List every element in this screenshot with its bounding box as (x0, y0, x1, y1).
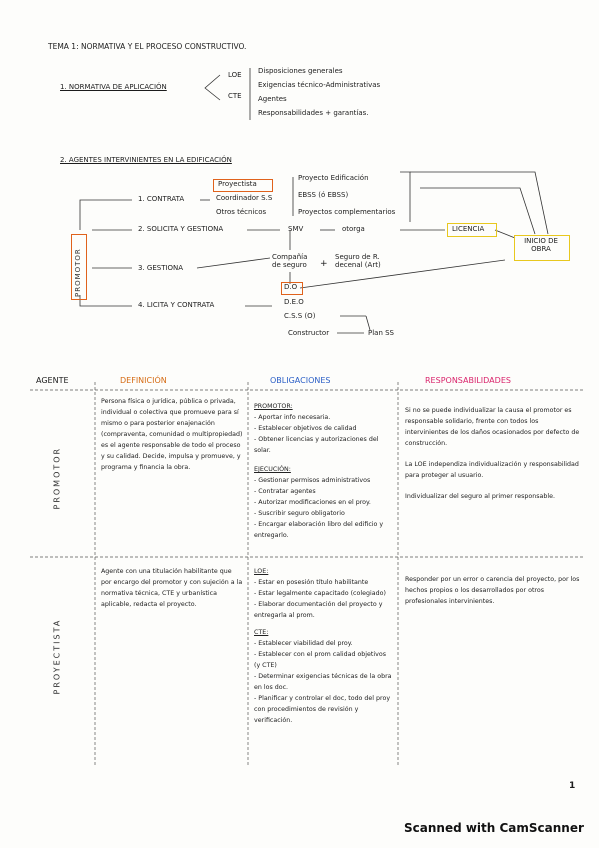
section1-heading: 1. NORMATIVA DE APLICACIÓN (60, 83, 167, 91)
s1-item: Agentes (258, 95, 287, 103)
s1-item: Responsabilidades + garantías. (258, 109, 369, 117)
cte-label: CTE (228, 92, 242, 100)
scanner-watermark: Scanned with CamScanner (404, 821, 584, 835)
page-number: 1 (569, 781, 576, 791)
branch-licita: 4. LICITA Y CONTRATA (138, 301, 215, 309)
constructor-label: Constructor (288, 329, 330, 337)
do-label: D.O (284, 283, 298, 291)
s1-item: Disposiciones generales (258, 67, 343, 75)
licencia-label: LICENCIA (452, 225, 485, 233)
responsibilities-cell: Si no se puede individualizar la causa e… (405, 407, 580, 500)
s1-item: Exigencias técnico-Administrativas (258, 81, 381, 89)
header-obligaciones: OBLIGACIONES (270, 376, 331, 385)
do-box (281, 282, 303, 295)
header-definicion: DEFINICIÓN (120, 376, 167, 385)
seguro-label: Seguro de R. decenal (Art) (335, 253, 381, 269)
header-agente: AGENTE (36, 376, 69, 385)
branch-gestiona: 3. GESTIONA (138, 264, 184, 272)
agent-proyectista: PROYECTISTA (52, 618, 62, 695)
smv-label: SMV (288, 225, 304, 233)
plus-sign: + (320, 259, 328, 269)
doc-item: Proyecto Edificación (298, 174, 369, 182)
section2-heading: 2. AGENTES INTERVINIENTES EN LA EDIFICAC… (60, 156, 232, 164)
plan-ss-label: Plan SS (368, 329, 395, 337)
promotor-box (71, 234, 87, 300)
otros-label: Otros técnicos (216, 208, 267, 216)
definition-cell: Persona física o jurídica, pública o pri… (101, 398, 243, 471)
licencia-box (447, 223, 497, 237)
inicio-obra-label: INICIO DE OBRA (524, 237, 558, 253)
branch-solicita: 2. SOLICITA Y GESTIONA (138, 225, 224, 233)
inicio-obra-box (514, 235, 570, 261)
compania-label: Compañía de seguro (272, 253, 308, 269)
doc-item: EBSS (ó EBSS) (298, 191, 349, 199)
page-title: TEMA 1: NORMATIVA Y EL PROCESO CONSTRUCT… (48, 42, 247, 51)
header-responsabilidades: RESPONSABILIDADES (425, 376, 511, 385)
proyectista-box (213, 179, 273, 192)
obligations-cell: LOE: - Estar en posesión título habilita… (254, 568, 392, 724)
coordinador-label: Coordinador S.S (216, 194, 273, 202)
proyectista-label: Proyectista (218, 180, 257, 188)
doc-item: Proyectos complementarios (298, 208, 396, 216)
responsibilities-cell: Responder por un error o carencia del pr… (405, 576, 580, 605)
agent-promotor: PROMOTOR (52, 446, 62, 510)
deo-label: D.E.O (284, 298, 304, 306)
loe-label: LOE (228, 71, 242, 79)
branch-contrata: 1. CONTRATA (138, 195, 185, 203)
obligations-cell: PROMOTOR: - Aportar info necesaria. - Es… (254, 403, 384, 539)
css-label: C.S.S (O) (284, 312, 316, 320)
definition-cell: Agente con una titulación habilitante qu… (101, 568, 243, 608)
otorga-label: otorga (342, 225, 365, 233)
